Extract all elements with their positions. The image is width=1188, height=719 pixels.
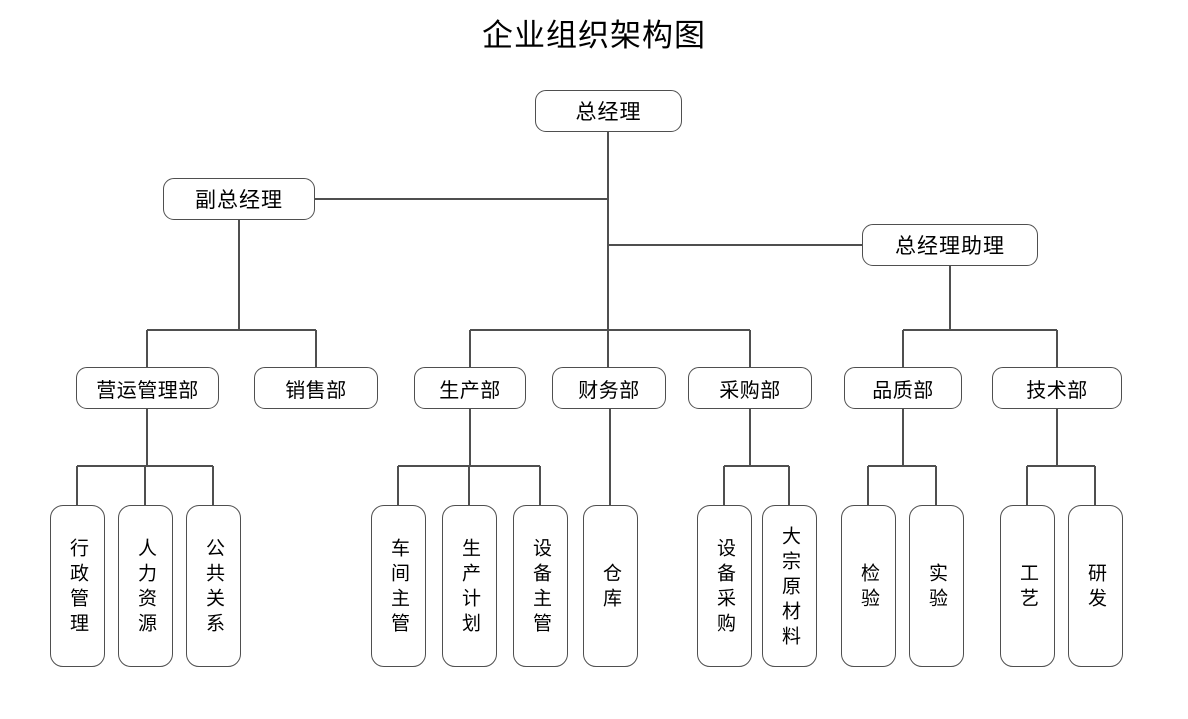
org-node-admin[interactable]: 行政管理 (50, 505, 105, 667)
org-node-laboratory[interactable]: 实验 (909, 505, 964, 667)
org-node-process[interactable]: 工艺 (1000, 505, 1055, 667)
org-node-gm[interactable]: 总经理 (535, 90, 682, 132)
org-node-label: 技术部 (1026, 377, 1088, 402)
org-node-label: 生产计划 (459, 538, 481, 638)
org-node-label: 实验 (926, 563, 948, 613)
org-node-equip_sup[interactable]: 设备主管 (513, 505, 568, 667)
org-node-finance[interactable]: 财务部 (552, 367, 666, 409)
org-node-label: 销售部 (285, 377, 347, 402)
org-node-label: 公共关系 (203, 538, 225, 638)
org-node-ops_mgmt[interactable]: 营运管理部 (76, 367, 219, 409)
org-node-label: 人力资源 (135, 538, 157, 638)
org-node-technology[interactable]: 技术部 (992, 367, 1122, 409)
org-node-label: 检验 (858, 563, 880, 613)
org-node-gm_assistant[interactable]: 总经理助理 (862, 224, 1038, 266)
org-node-label: 总经理 (575, 100, 642, 124)
org-node-label: 财务部 (578, 377, 640, 402)
org-node-equip_buy[interactable]: 设备采购 (697, 505, 752, 667)
org-node-label: 营运管理部 (96, 377, 199, 402)
org-node-label: 采购部 (719, 377, 781, 402)
org-node-sales[interactable]: 销售部 (254, 367, 378, 409)
org-node-production[interactable]: 生产部 (414, 367, 526, 409)
org-node-inspection[interactable]: 检验 (841, 505, 896, 667)
org-node-procurement[interactable]: 采购部 (688, 367, 812, 409)
org-node-rnd[interactable]: 研发 (1068, 505, 1123, 667)
org-node-prod_plan[interactable]: 生产计划 (442, 505, 497, 667)
org-node-label: 大宗原材料 (779, 525, 801, 651)
org-node-raw_material[interactable]: 大宗原材料 (762, 505, 817, 667)
org-node-label: 行政管理 (67, 538, 89, 638)
org-node-hr[interactable]: 人力资源 (118, 505, 173, 667)
org-node-deputy_gm[interactable]: 副总经理 (163, 178, 315, 220)
org-node-label: 研发 (1085, 563, 1107, 613)
org-node-quality[interactable]: 品质部 (844, 367, 962, 409)
page-title: 企业组织架构图 (482, 18, 706, 54)
org-node-label: 工艺 (1017, 563, 1039, 613)
org-node-label: 设备主管 (530, 538, 552, 638)
org-node-pr[interactable]: 公共关系 (186, 505, 241, 667)
org-node-workshop[interactable]: 车间主管 (371, 505, 426, 667)
org-node-label: 品质部 (872, 377, 934, 402)
org-node-label: 车间主管 (388, 538, 410, 638)
org-node-label: 副总经理 (195, 188, 283, 212)
org-node-label: 总经理助理 (895, 234, 1005, 258)
org-node-label: 生产部 (439, 377, 501, 402)
org-node-warehouse[interactable]: 仓库 (583, 505, 638, 667)
org-node-label: 设备采购 (714, 538, 736, 638)
org-node-label: 仓库 (600, 563, 622, 613)
